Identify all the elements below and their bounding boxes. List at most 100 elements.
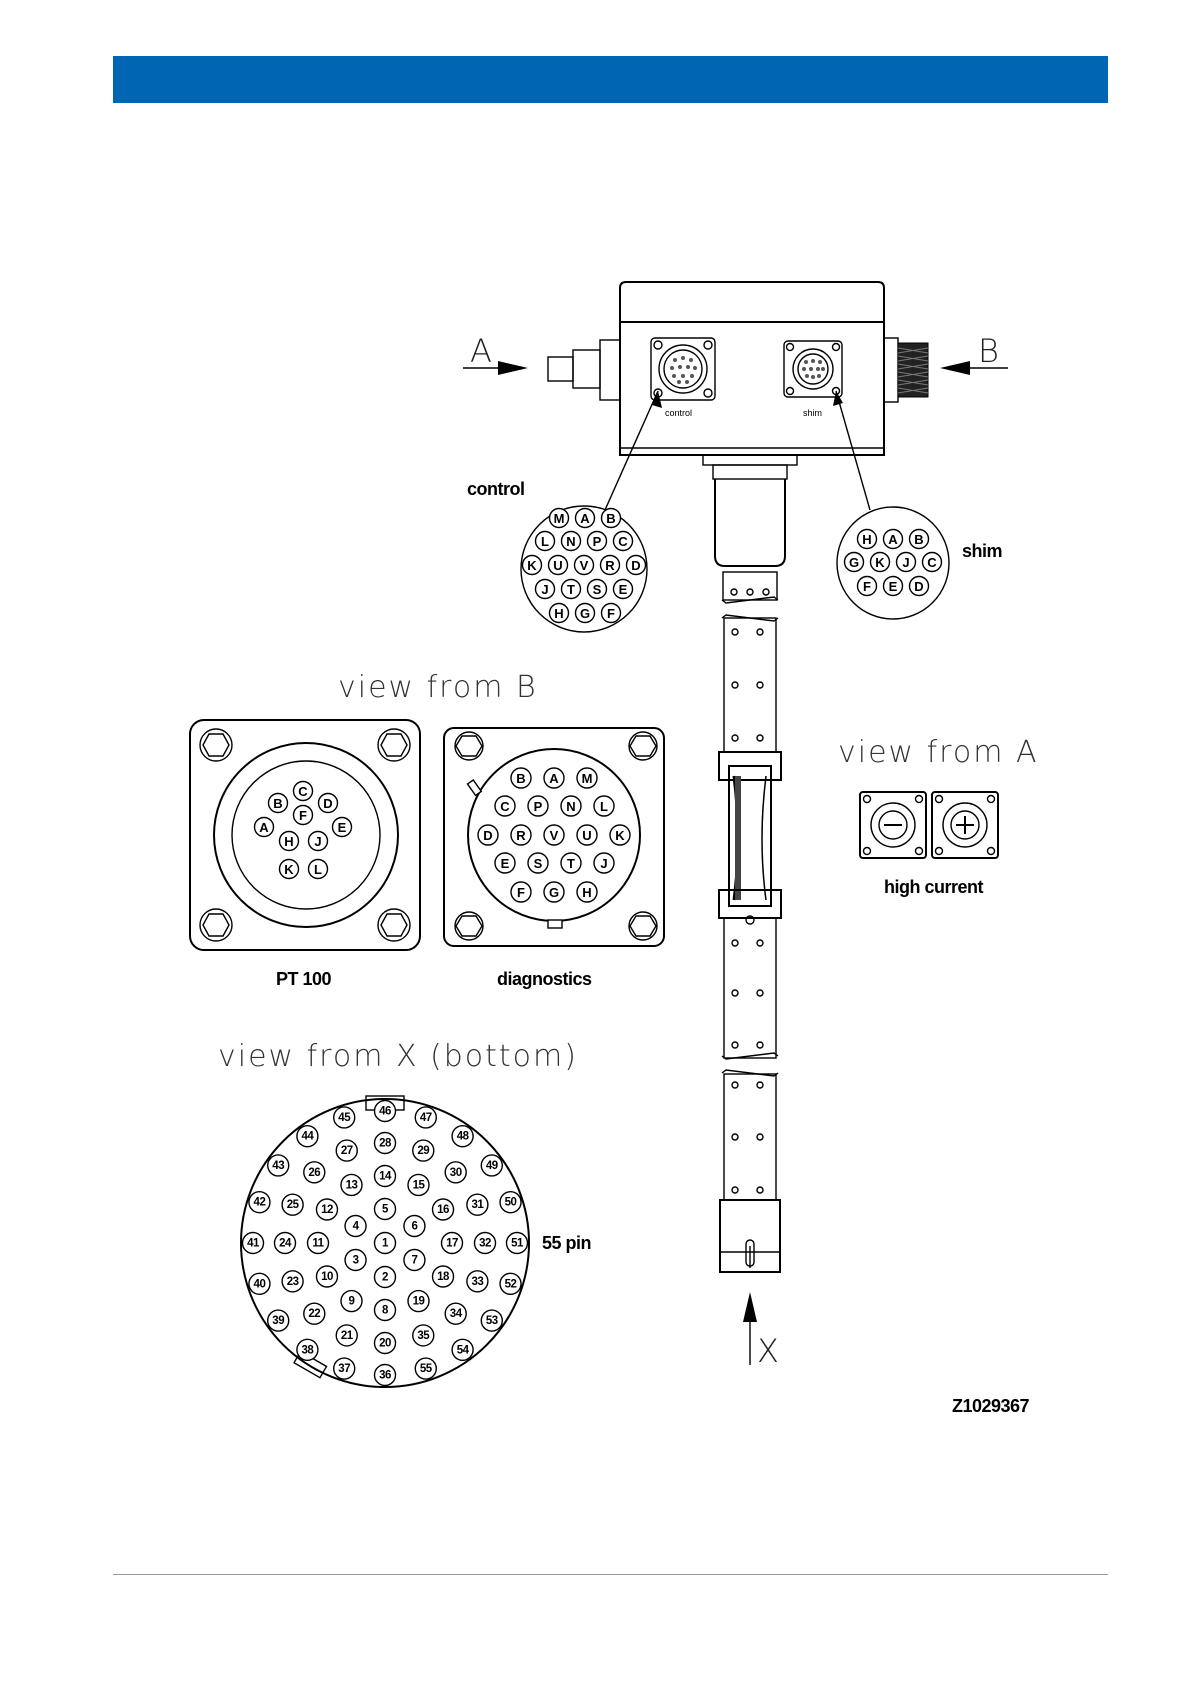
- svg-text:S: S: [593, 582, 602, 597]
- svg-text:16: 16: [437, 1204, 449, 1216]
- svg-text:D: D: [631, 558, 640, 573]
- figure-id: Z1029367: [952, 1396, 1030, 1416]
- pin55-label: 55 pin: [542, 1233, 591, 1253]
- control-pin-E: E: [612, 578, 634, 600]
- svg-text:N: N: [566, 799, 575, 814]
- arrow-x-label: X: [757, 1332, 779, 1370]
- svg-text:E: E: [619, 582, 628, 597]
- pin55-pin-41: 41: [241, 1231, 265, 1255]
- pin55-pin-44: 44: [296, 1125, 319, 1148]
- probe-tube: [718, 571, 782, 1273]
- pin55-pin-32: 32: [473, 1231, 497, 1255]
- svg-text:38: 38: [302, 1344, 315, 1356]
- diagnostics-pin-G: G: [543, 881, 565, 903]
- diagnostics-pin-K: K: [609, 824, 631, 846]
- svg-text:C: C: [298, 784, 308, 799]
- svg-text:10: 10: [321, 1271, 333, 1283]
- pin55-pin-9: 9: [340, 1289, 363, 1313]
- svg-text:C: C: [618, 534, 628, 549]
- diagnostics-pin-A: A: [543, 767, 565, 789]
- svg-text:E: E: [501, 856, 510, 871]
- svg-text:A: A: [259, 820, 269, 835]
- svg-text:A: A: [888, 532, 898, 547]
- svg-text:35: 35: [417, 1330, 430, 1342]
- control-pin-P: P: [586, 530, 608, 552]
- control-pin-T: T: [560, 578, 582, 600]
- svg-text:43: 43: [272, 1160, 284, 1172]
- pt100-pin-K: K: [278, 858, 300, 880]
- svg-text:20: 20: [379, 1338, 391, 1350]
- pt100-label: PT 100: [276, 969, 332, 989]
- svg-text:F: F: [607, 606, 615, 621]
- svg-text:39: 39: [272, 1315, 284, 1327]
- pin55-pin-29: 29: [412, 1139, 435, 1162]
- svg-text:R: R: [605, 558, 615, 573]
- svg-text:13: 13: [346, 1179, 358, 1191]
- diagnostics-pin-E: E: [494, 852, 516, 874]
- svg-text:25: 25: [287, 1199, 300, 1211]
- svg-text:47: 47: [420, 1112, 432, 1124]
- pin55-pin-30: 30: [444, 1161, 467, 1184]
- pin55-pin-12: 12: [315, 1198, 339, 1221]
- svg-text:46: 46: [379, 1106, 391, 1118]
- svg-text:U: U: [553, 558, 562, 573]
- svg-text:21: 21: [341, 1330, 354, 1342]
- svg-text:8: 8: [382, 1305, 389, 1317]
- pin55-pin-22: 22: [303, 1302, 326, 1325]
- arrow-a-label: A: [470, 332, 492, 370]
- pin55-pin-1: 1: [373, 1231, 397, 1255]
- pin55-pin-31: 31: [466, 1193, 489, 1216]
- view-from-b-title: view from B: [338, 670, 538, 705]
- pin55-pin-5: 5: [373, 1197, 397, 1221]
- shim-pin-A: A: [882, 528, 904, 550]
- svg-text:F: F: [299, 808, 307, 823]
- svg-text:49: 49: [486, 1160, 498, 1172]
- pin55-pin-28: 28: [373, 1131, 397, 1155]
- svg-text:J: J: [600, 856, 607, 871]
- svg-text:50: 50: [505, 1197, 517, 1209]
- svg-text:A: A: [580, 511, 590, 526]
- svg-text:B: B: [606, 511, 615, 526]
- svg-text:F: F: [863, 579, 871, 594]
- pin55-pin-51: 51: [505, 1231, 529, 1255]
- pt100-pin-D: D: [317, 792, 339, 814]
- svg-text:V: V: [550, 828, 559, 843]
- plus-icon: [956, 816, 974, 834]
- pt100-pin-C: C: [292, 780, 314, 802]
- header-bar: [113, 56, 1108, 103]
- svg-text:M: M: [582, 771, 593, 786]
- pin55-pin-25: 25: [281, 1193, 304, 1216]
- diagnostics-pin-R: R: [510, 824, 532, 846]
- svg-text:R: R: [516, 828, 526, 843]
- shim-pin-D: D: [908, 575, 930, 597]
- control-pin-B: B: [600, 507, 622, 529]
- pt100-pin-H: H: [278, 830, 300, 852]
- pin55-pin-33: 33: [466, 1270, 489, 1293]
- diagnostics-pin-P: P: [527, 795, 549, 817]
- pin55-pin-27: 27: [335, 1139, 358, 1162]
- pt100-pin-J: J: [307, 830, 329, 852]
- shim-port-label: shim: [803, 408, 822, 418]
- pin55-pin-21: 21: [335, 1324, 358, 1347]
- diagnostics-pin-N: N: [560, 795, 582, 817]
- shim-pin-E: E: [882, 575, 904, 597]
- shim-port: shim: [783, 340, 843, 418]
- svg-text:H: H: [582, 885, 591, 900]
- control-pin-U: U: [547, 554, 569, 576]
- pin55-pin-37: 37: [333, 1357, 356, 1380]
- svg-text:3: 3: [353, 1255, 359, 1267]
- svg-text:F: F: [517, 885, 525, 900]
- pin55-pin-13: 13: [340, 1173, 363, 1197]
- control-pin-D: D: [625, 554, 647, 576]
- pin55-pin-52: 52: [499, 1272, 522, 1295]
- svg-text:K: K: [615, 828, 625, 843]
- pin55-pin-23: 23: [281, 1270, 304, 1293]
- pin55-pin-39: 39: [267, 1309, 290, 1332]
- svg-text:H: H: [862, 532, 871, 547]
- svg-text:K: K: [527, 558, 537, 573]
- diagnostics-pin-U: U: [576, 824, 598, 846]
- svg-text:19: 19: [413, 1296, 425, 1308]
- diagnostics-pin-S: S: [527, 852, 549, 874]
